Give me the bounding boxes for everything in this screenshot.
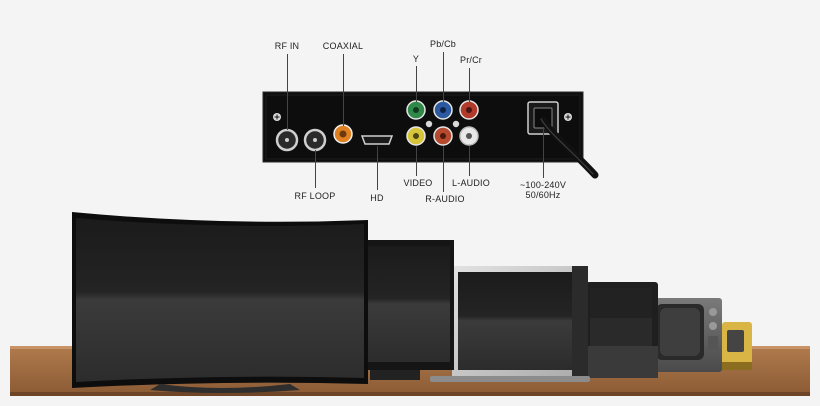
leader-line (416, 66, 417, 102)
label-coaxial: COAXIAL (322, 41, 364, 51)
leader-line (416, 146, 417, 176)
leader-line (469, 146, 470, 176)
label-pb-cb: Pb/Cb (429, 39, 457, 49)
leader-line (315, 150, 316, 188)
label-hd: HD (370, 193, 384, 203)
leader-line (443, 52, 444, 102)
label-rf-in: RF IN (274, 41, 300, 51)
crt-monitor (586, 282, 658, 378)
label-power-voltage: ~100-240V (519, 180, 567, 190)
rf-in-port-icon (275, 128, 299, 152)
crt-tv (652, 298, 722, 372)
leader-line (377, 146, 378, 190)
hdmi-port-icon (360, 135, 394, 145)
label-l-audio: L-AUDIO (452, 178, 490, 188)
leader-line (343, 54, 344, 126)
leader-line (287, 54, 288, 130)
flat-monitor (362, 240, 454, 380)
silver-monitor (430, 266, 590, 382)
r-audio-port-icon (433, 126, 453, 146)
label-power-frequency: 50/60Hz (525, 190, 561, 200)
label-y: Y (412, 54, 420, 64)
leader-line (543, 128, 544, 178)
leader-line (443, 146, 444, 192)
screw-icon (425, 120, 460, 128)
label-rf-loop: RF LOOP (294, 191, 336, 201)
screw-icon (273, 113, 281, 121)
label-video: VIDEO (403, 178, 433, 188)
label-pr-cr: Pr/Cr (460, 55, 482, 65)
label-r-audio: R-AUDIO (425, 194, 465, 204)
leader-line (469, 68, 470, 102)
power-cable (539, 116, 599, 179)
retro-yellow-tv (722, 322, 752, 370)
component-pr-port-icon (459, 100, 479, 120)
l-audio-port-icon (459, 126, 479, 146)
curved-tv (72, 212, 368, 393)
video-port-icon (406, 126, 426, 146)
screw-icon (564, 113, 572, 121)
component-pb-port-icon (433, 100, 453, 120)
